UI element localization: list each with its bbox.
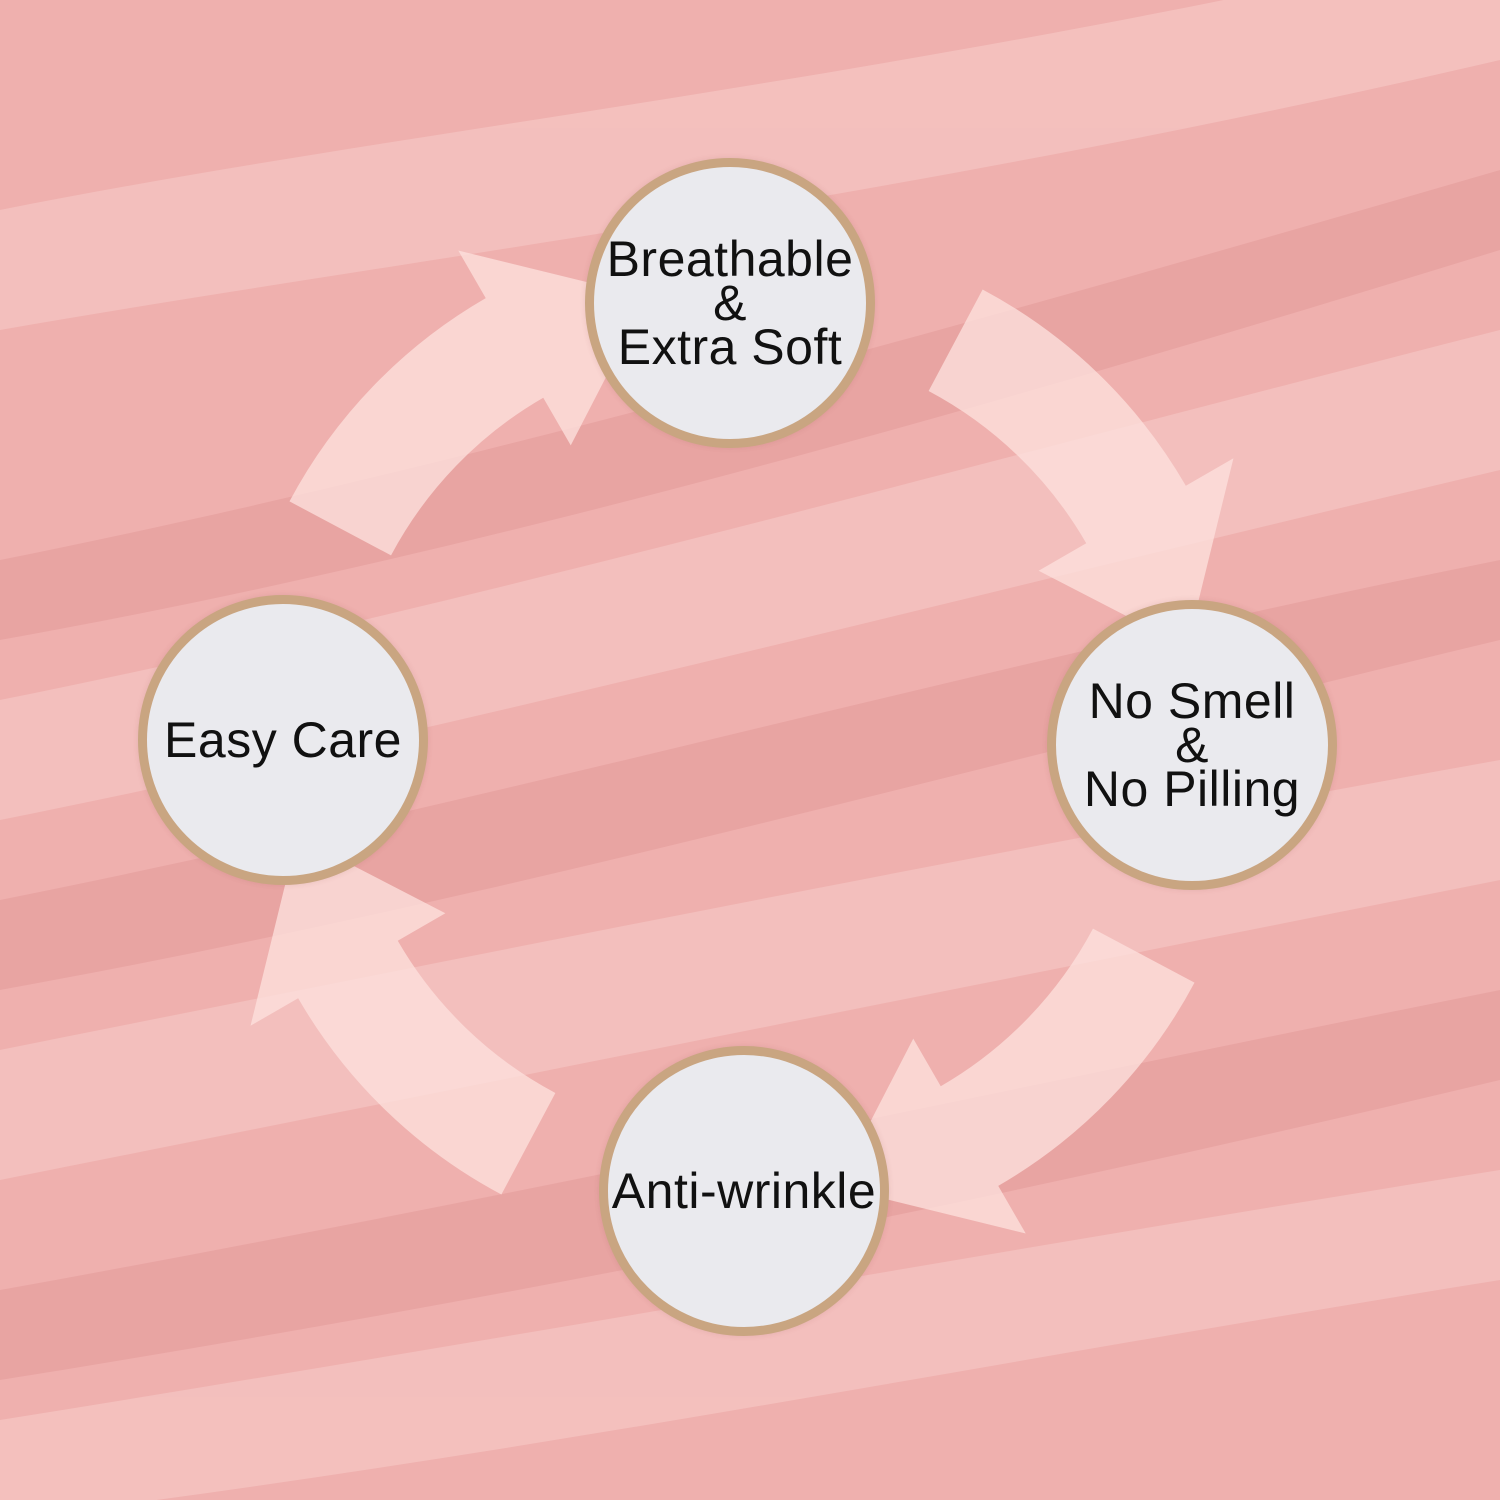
feature-label: Breathable & Extra Soft [606, 231, 854, 375]
feature-no-smell-pilling: No Smell & No Pilling [1047, 600, 1337, 890]
arrow-bottom-to-left [250, 836, 556, 1195]
cycle-arrows [250, 250, 1234, 1234]
feature-label: Anti-wrinkle [611, 1163, 877, 1219]
arrow-left-to-top [289, 250, 648, 556]
feature-label: No Smell & No Pilling [1083, 673, 1301, 817]
feature-breathable-soft: Breathable & Extra Soft [585, 158, 875, 448]
arrow-top-to-right [928, 289, 1234, 648]
feature-label: Easy Care [164, 712, 402, 768]
arrow-right-to-bottom [836, 928, 1195, 1234]
feature-easy-care: Easy Care [138, 595, 428, 885]
feature-anti-wrinkle: Anti-wrinkle [599, 1046, 889, 1336]
